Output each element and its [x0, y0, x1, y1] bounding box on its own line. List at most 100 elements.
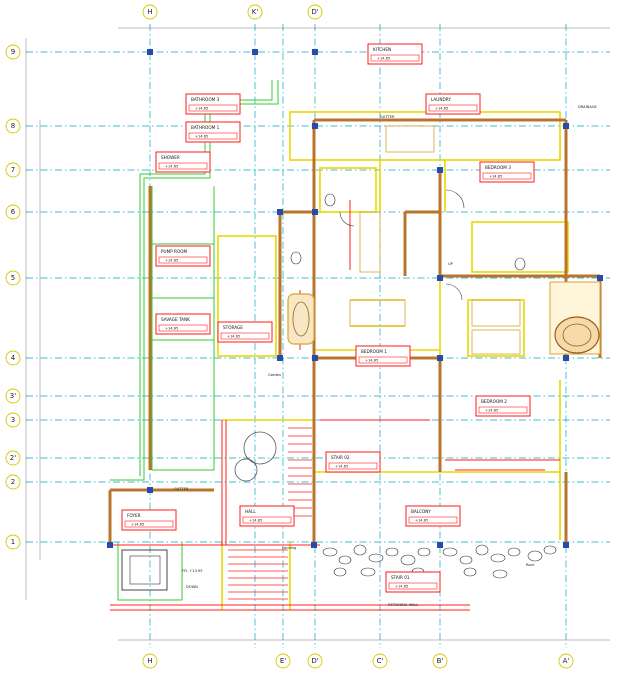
grid-bubble-bottom-1-label: E': [280, 657, 286, 665]
pebble-path: [322, 544, 557, 579]
room-name: SHOWER: [161, 155, 180, 160]
grid-bubble-row-2: 7: [5, 162, 21, 178]
grid-bubble-bottom-2-label: D': [311, 657, 318, 665]
grid-lines: [26, 24, 610, 648]
room-label-storage: STORAGE+14.65: [217, 321, 273, 343]
room-level: +14.65: [249, 519, 262, 523]
grid-bubble-top-0-label: H: [147, 8, 152, 16]
gutter-lines: [110, 80, 279, 601]
room-label-bathroom-1: BATHROOM 1+14.65: [185, 121, 241, 143]
grid-bubble-top-0: H: [142, 4, 158, 20]
room-name: HALL: [245, 509, 256, 514]
grid-bubble-top-2: D': [307, 4, 323, 20]
room-label-stair-2: STAIR 02+14.65: [325, 451, 381, 473]
grid-bubble-row-5-label: 4: [11, 354, 16, 362]
grid-bubble-row-8: 2': [5, 450, 21, 466]
room-label-pump-room: PUMP ROOM+14.65: [155, 245, 211, 267]
room-name: BEDROOM 3: [485, 165, 511, 170]
grid-bubble-row-9-label: 2: [11, 478, 15, 486]
grid-bubble-row-7-label: 3: [11, 416, 15, 424]
room-level: +14.65: [435, 107, 448, 111]
column-7: [277, 209, 283, 215]
column-9: [597, 275, 603, 281]
grid-bubble-row-5: 4: [5, 350, 21, 366]
grid-bubble-row-0-label: 9: [11, 48, 15, 56]
room-label-bedroom-1: BEDROOM 1+14.65: [355, 345, 411, 367]
grid-bubble-bottom-1: E': [275, 653, 291, 669]
room-level: +14.65: [195, 135, 208, 139]
dimension-lines: [25, 27, 610, 641]
retaining-wall-label: RETAINING WALL: [388, 603, 418, 607]
column-11: [312, 355, 318, 361]
column-5: [437, 167, 443, 173]
room-level: +14.65: [335, 465, 348, 469]
column-14: [311, 542, 317, 548]
grid-bubble-top-2-label: D': [311, 8, 318, 16]
grid-bubble-top-1-label: K': [252, 8, 259, 16]
room-label-stair-1: STAIR 01 +14.65: [385, 571, 441, 593]
column-17: [147, 487, 153, 493]
grid-bubble-row-4: 5: [5, 270, 21, 286]
room-label-bedroom-3: BEDROOM 3+14.65: [479, 161, 535, 183]
room-name: FOYER: [127, 513, 141, 518]
room-name: PUMP ROOM: [161, 249, 188, 254]
room-label-bedroom-2: BEDROOM 2 +14.65: [475, 395, 531, 417]
grid-bubble-bottom-4-label: B': [437, 657, 444, 665]
grid-bubble-row-1: 8: [5, 118, 21, 134]
grid-bubble-bottom-5: A': [558, 653, 574, 669]
drawing-text: GUTTER GUTTER DRAINAGE RETAINING WALL DO…: [174, 105, 598, 607]
up-label: UP: [448, 262, 454, 266]
room-name: LAUNDRY: [431, 97, 451, 102]
room-name: SAVAGE TANK: [161, 317, 190, 322]
room-name: BEDROOM 2: [481, 399, 507, 404]
grid-bubble-bottom-0: H: [142, 653, 158, 669]
room-level: +14.65: [131, 523, 144, 527]
ffl-level-label: FFL +13.95: [182, 569, 203, 573]
grid-bubble-bottom-0-label: H: [147, 657, 152, 665]
column-6: [312, 209, 318, 215]
room-name: BATHROOM 3: [191, 97, 220, 102]
room-label-bathroom-3: BATHROOM 3 +14.65: [185, 93, 241, 115]
room-level: +14.65: [377, 57, 390, 61]
column-18: [107, 542, 113, 548]
grid-bubble-row-3: 6: [5, 204, 21, 220]
landing-label: Landing: [282, 546, 296, 550]
room-name: BEDROOM 1: [361, 349, 387, 354]
grid-bubble-bottom-3: C': [372, 653, 388, 669]
grid-bubble-row-6-label: 3': [10, 392, 16, 400]
grid-bubble-bottom-5-label: A': [563, 657, 570, 665]
down-label: DOWN: [186, 585, 198, 589]
room-label-sewage-tank: SAVAGE TANK+14.65: [155, 313, 211, 335]
grid-bubble-top-1: K': [247, 4, 263, 20]
grid-bubble-row-0: 9: [5, 44, 21, 60]
room-level: +14.65: [195, 107, 208, 111]
room-label-foyer: FOYER +14.65: [121, 509, 177, 531]
grid-bubble-row-10-label: 1: [11, 538, 15, 546]
rock-label: Rock: [526, 563, 536, 567]
column-10: [277, 355, 283, 361]
room-label-laundry: LAUNDRY +14.65: [425, 93, 481, 115]
grid-bubble-row-1-label: 8: [11, 122, 15, 130]
grid-bubble-row-4-label: 5: [11, 274, 15, 282]
room-name: STAIR 01: [391, 575, 410, 580]
grid-bubble-row-7: 3: [5, 412, 21, 428]
column-13: [563, 355, 569, 361]
column-15: [437, 542, 443, 548]
grid-bubble-row-2-label: 7: [11, 166, 15, 174]
gutter-top-label: GUTTER: [380, 115, 395, 119]
room-level: +14.65: [165, 165, 178, 169]
room-label-kitchen: KITCHEN +14.65: [367, 43, 423, 65]
room-level: +14.65: [485, 409, 498, 413]
column-1: [252, 49, 258, 55]
room-label-balcony: BALCONY+14.65: [405, 505, 461, 527]
grid-bubble-row-6: 3': [5, 388, 21, 404]
room-level: +14.65: [227, 335, 240, 339]
room-level: +14.65: [395, 585, 408, 589]
fixtures: [121, 125, 601, 591]
room-level: +14.65: [415, 519, 428, 523]
grid-bubble-bottom-3-label: C': [377, 657, 384, 665]
room-name: KITCHEN: [373, 47, 391, 52]
room-label-shower: SHOWER +14.65: [155, 151, 211, 173]
